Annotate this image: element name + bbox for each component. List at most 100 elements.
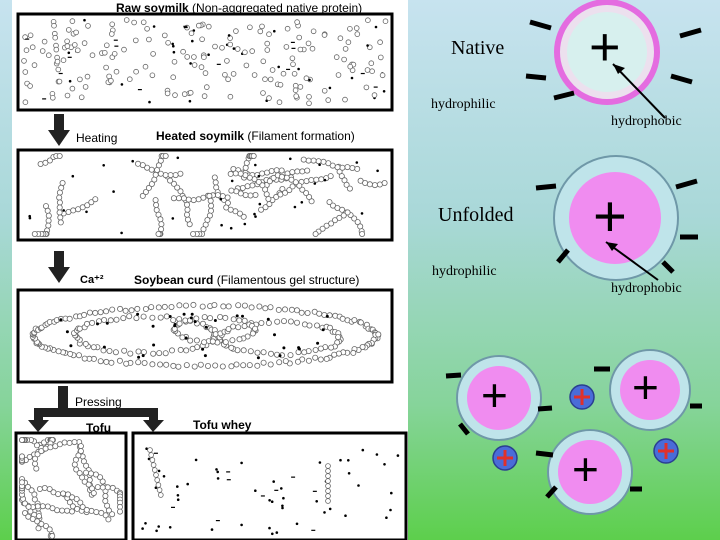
filament-bead <box>208 208 213 213</box>
trapped-dot <box>152 344 155 347</box>
gel-bead <box>237 337 242 342</box>
tofu-bead <box>61 491 66 496</box>
gel-bead <box>241 363 246 368</box>
whey-dot <box>357 484 360 487</box>
whey-dot <box>240 524 243 527</box>
filament-bead <box>314 177 319 182</box>
mineral-dot <box>207 53 210 56</box>
filament-bead <box>240 185 245 190</box>
gel-bead <box>118 306 123 311</box>
whey-dot <box>176 485 179 488</box>
filament-bead <box>185 207 190 212</box>
mineral-dot <box>191 40 194 43</box>
filament-bead <box>328 174 333 179</box>
mineral-dot <box>171 43 174 46</box>
protein-particle <box>114 69 119 74</box>
gel-bead <box>158 315 163 320</box>
tofu-bead <box>67 440 72 445</box>
tofu-bead <box>91 491 96 496</box>
trapped-dot <box>169 315 172 318</box>
filament-bead <box>181 196 186 201</box>
heated-soymilk-subtitle: (Filament formation) <box>247 129 354 143</box>
gel-bead <box>259 320 264 325</box>
trapped-dot <box>257 356 260 359</box>
trapped-dot <box>194 320 197 323</box>
gel-bead <box>230 338 235 343</box>
gel-bead <box>261 360 266 365</box>
tofu-bead <box>105 485 110 490</box>
tofu-bead <box>65 508 70 513</box>
gel-bead <box>318 357 323 362</box>
whey-bead <box>326 469 331 474</box>
filament-bead <box>372 183 377 188</box>
filament-bead <box>32 231 37 236</box>
whey-dot <box>390 492 393 495</box>
filament-bead <box>215 193 220 198</box>
filament-bead <box>153 172 158 177</box>
gel-bead <box>351 350 356 355</box>
protein-particle <box>338 36 343 41</box>
gel-bead <box>191 302 196 307</box>
protein-particle <box>145 26 150 31</box>
gel-bead <box>275 319 280 324</box>
whey-bead <box>149 453 154 458</box>
gel-bead <box>288 353 293 358</box>
protein-particle <box>202 94 207 99</box>
whey-dot <box>339 459 342 462</box>
filament-bead <box>185 217 190 222</box>
mineral-dot <box>148 101 151 104</box>
protein-particle <box>150 73 155 78</box>
whey-bead <box>326 499 331 504</box>
filament-bead <box>176 196 181 201</box>
gel-bead <box>164 314 169 319</box>
trapped-dot <box>326 315 329 318</box>
filament-bead <box>304 179 309 184</box>
protein-particle <box>380 73 385 78</box>
whey-dot <box>348 472 351 475</box>
filament-bead <box>153 198 158 203</box>
whey-dot <box>323 511 326 514</box>
protein-particle <box>243 50 248 55</box>
filament-bead <box>243 165 248 170</box>
protein-particle <box>348 26 353 31</box>
filament-bead <box>186 197 191 202</box>
filament-bead <box>326 161 331 166</box>
gel-bead <box>296 350 301 355</box>
protein-particle <box>181 49 186 54</box>
whey-dot <box>216 471 219 474</box>
gel-bead <box>237 318 242 323</box>
gel-bead <box>136 349 141 354</box>
protein-particle <box>293 88 298 93</box>
protein-particle <box>23 70 28 75</box>
filament-bead <box>173 173 178 178</box>
gel-bead <box>98 359 103 364</box>
native-hydrophilic-label: hydrophilic <box>431 97 496 113</box>
protein-particle <box>354 26 359 31</box>
tofu-bead <box>36 514 41 519</box>
protein-particle <box>104 65 109 70</box>
mineral-dot <box>29 217 32 220</box>
gel-bead <box>229 364 234 369</box>
protein-particle <box>56 67 61 72</box>
tofu-bead <box>42 485 47 490</box>
protein-particle <box>203 71 208 76</box>
whey-dot <box>280 487 283 490</box>
whey-dot <box>177 494 180 497</box>
filament-bead <box>279 168 284 173</box>
heating-label: Heating <box>76 131 117 145</box>
mineral-dot <box>254 164 257 167</box>
gel-bead <box>202 340 207 345</box>
protein-particle <box>166 40 171 45</box>
unfolded-hydrophobic-label: hydrophobic <box>611 281 682 297</box>
gel-bead <box>113 350 118 355</box>
trapped-dot <box>106 322 109 325</box>
tofu-bead <box>35 504 40 509</box>
filament-bead <box>57 205 62 210</box>
gel-bead <box>313 347 318 352</box>
trapped-dot <box>273 333 276 336</box>
protein-particle <box>54 47 59 52</box>
gel-bead <box>123 308 128 313</box>
gel-bead <box>307 323 312 328</box>
gel-bead <box>200 304 205 309</box>
filament-bead <box>71 208 76 213</box>
